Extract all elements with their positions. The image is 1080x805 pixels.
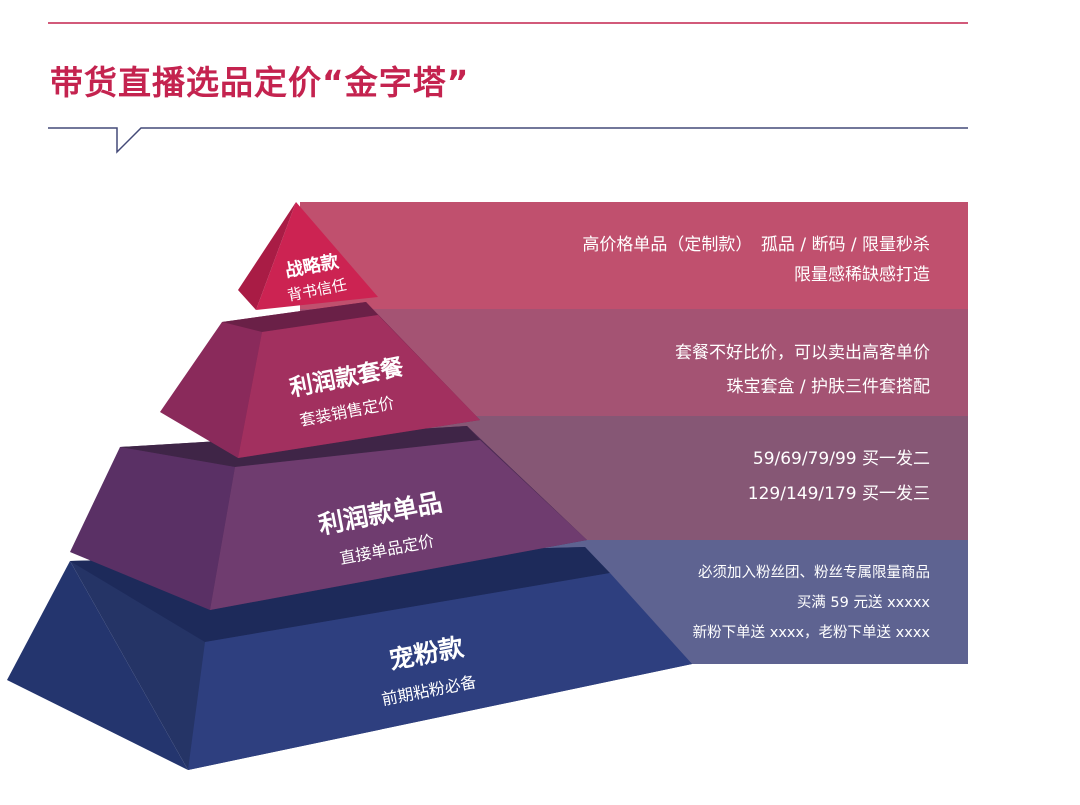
speech-rule [48,127,968,154]
band-fan-favorite-line-3: 新粉下单送 xxxx，老粉下单送 xxxx [692,625,930,641]
band-profit-bundle-line-2: 珠宝套盒 / 护肤三件套搭配 [726,377,930,397]
band-fan-favorite-line-1: 必须加入粉丝团、粉丝专属限量商品 [698,565,930,581]
band-strategic: 高价格单品（定制款） 孤品 / 断码 / 限量秒杀 限量感稀缺感打造 [300,202,968,309]
band-strategic-line-1: 高价格单品（定制款） 孤品 / 断码 / 限量秒杀 [582,235,930,255]
tier-strategic-front-face [256,202,378,310]
tier-profit-bundle: 利润款套餐 套装销售定价 [160,302,480,458]
band-profit-bundle-line-1: 套餐不好比价，可以卖出高客单价 [675,343,930,363]
tier-strategic: 战略款 背书信任 [238,202,378,310]
tier-profit-single: 利润款单品 直接单品定价 [70,426,587,610]
tier-profit-single-front-face [210,440,587,610]
tier-strategic-left-face [238,202,296,310]
band-profit-single-line-2: 129/149/179 买一发三 [747,484,930,504]
band-profit-single-line-1: 59/69/79/99 买一发二 [752,449,930,469]
tier-profit-bundle-left-face [160,322,262,458]
tier-profit-bundle-front-face [238,315,480,458]
band-fan-favorite-line-2: 买满 59 元送 xxxxx [796,595,930,611]
tier-fan-favorite-side-face [7,561,188,770]
band-strategic-line-2: 限量感稀缺感打造 [794,265,930,285]
tier-profit-bundle-top-face [222,302,378,332]
tier-fan-favorite-front-face [188,573,692,770]
page-title: 带货直播选品定价“金字塔” [50,63,470,102]
tier-profit-single-left-face [70,447,235,610]
